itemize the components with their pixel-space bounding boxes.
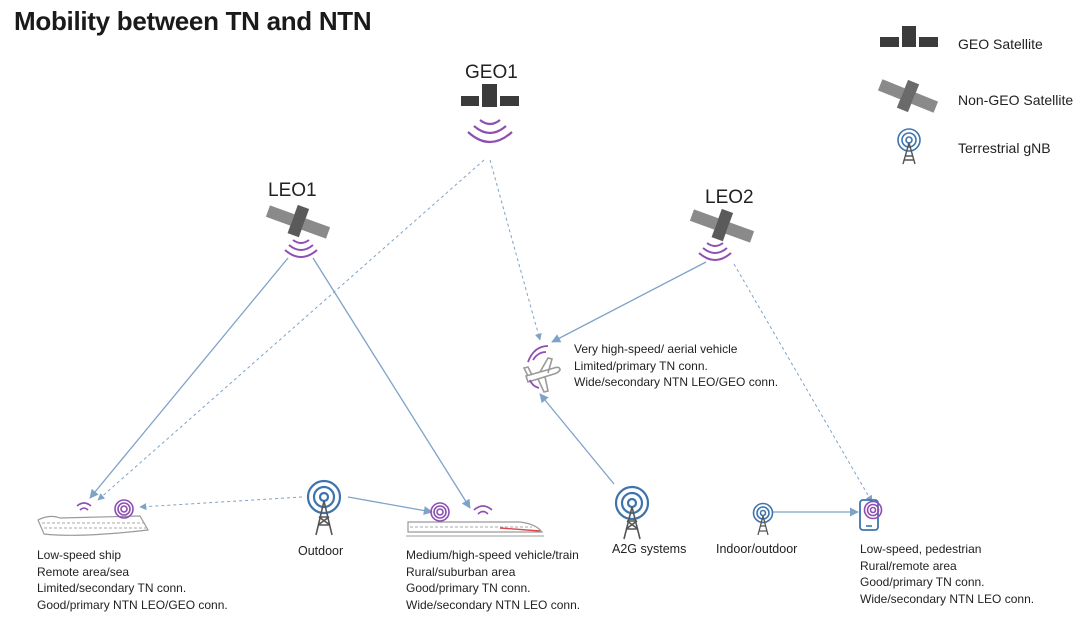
target-signal-icon <box>114 499 134 519</box>
description-line: Good/primary TN conn. <box>860 575 985 589</box>
target-signal-icon <box>863 500 883 520</box>
description-line: Good/primary TN conn. <box>406 581 531 595</box>
signal-waves-icon <box>76 502 92 511</box>
description-line: Limited/secondary TN conn. <box>37 581 187 595</box>
description-line: Rural/remote area <box>860 558 957 573</box>
signal-waves-icon <box>467 119 513 144</box>
ship-icon <box>37 515 149 536</box>
leo2-label: LEO2 <box>705 187 754 208</box>
link-leo2-pedestrian <box>733 263 873 503</box>
target-signal-icon <box>430 502 450 522</box>
description-line: Good/primary NTN LEO/GEO conn. <box>37 597 228 612</box>
description-line: Wide/secondary NTN LEO conn. <box>860 591 1035 606</box>
description-line: Wide/secondary NTN LEO/GEO conn. <box>574 375 779 389</box>
a2g-label: A2G systems <box>612 542 687 556</box>
link-outdoor-train <box>347 496 433 516</box>
description-line: Limited/primary TN conn. <box>574 358 708 373</box>
train-icon <box>406 521 544 537</box>
description-line: Low-speed ship <box>37 548 122 562</box>
geo-satellite-icon <box>461 84 519 107</box>
link-geo1-aerial <box>489 159 542 341</box>
page-title: Mobility between TN and NTN <box>14 6 372 36</box>
link-leo2-aerial <box>551 261 707 343</box>
train-description: Medium/high-speed vehicle/train Rural/su… <box>406 547 580 613</box>
link-leo1-train <box>312 257 471 509</box>
gnb-tower-icon <box>614 485 650 540</box>
airplane-icon <box>522 357 561 393</box>
description-line: Rural/suburban area <box>406 564 516 579</box>
link-a2g-aerial <box>539 393 615 485</box>
links <box>89 159 873 517</box>
gnb-tower-icon <box>306 479 342 536</box>
indoor-outdoor-label: Indoor/outdoor <box>716 542 798 556</box>
legend-gnb-icon <box>897 128 921 165</box>
legend-geo-icon <box>880 26 938 47</box>
signal-waves-icon <box>284 239 318 258</box>
non-geo-satellite-icon <box>689 208 755 243</box>
phone-icon <box>859 499 879 531</box>
gnb-tower-icon <box>752 502 774 536</box>
geo1-label: GEO1 <box>465 62 518 83</box>
outdoor-label: Outdoor <box>298 544 344 558</box>
legend-geo-label: GEO Satellite <box>958 36 1043 52</box>
non-geo-satellite-icon <box>265 204 331 239</box>
description-line: Very high-speed/ aerial vehicle <box>574 342 738 356</box>
description-line: Medium/high-speed vehicle/train <box>406 548 579 562</box>
signal-waves-icon <box>698 242 732 261</box>
leo1-label: LEO1 <box>268 180 317 201</box>
description-line: Wide/secondary NTN LEO conn. <box>406 597 581 612</box>
legend-non-geo-icon <box>877 79 939 113</box>
legend-non-geo-label: Non-GEO Satellite <box>958 92 1074 108</box>
link-outdoor-ship <box>139 496 303 511</box>
pedestrian-description: Low-speed, pedestrian Rural/remote area … <box>860 541 1034 607</box>
signal-waves-icon <box>473 505 493 515</box>
description-line: Low-speed, pedestrian <box>860 542 982 556</box>
link-leo1-ship <box>89 257 289 499</box>
description-line: Remote area/sea <box>37 564 130 579</box>
ship-description: Low-speed ship Remote area/sea Limited/s… <box>37 547 228 613</box>
legend-gnb-label: Terrestrial gNB <box>958 140 1051 156</box>
link-geo1-ship <box>97 159 485 501</box>
aerial-description: Very high-speed/ aerial vehicle Limited/… <box>574 341 778 391</box>
signal-waves-icon <box>527 345 549 389</box>
